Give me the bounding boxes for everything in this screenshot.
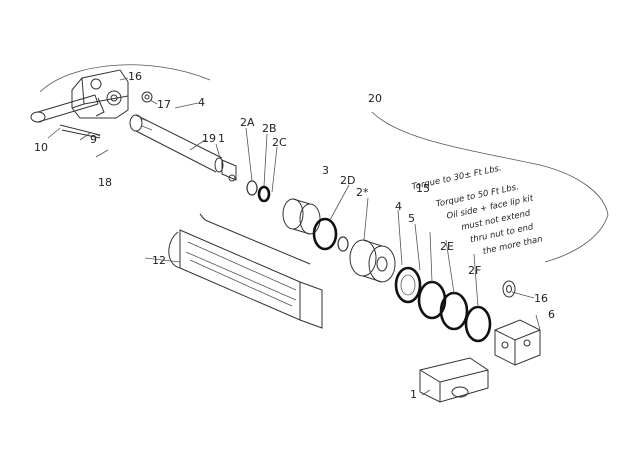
label-4-top: 4 <box>198 96 205 109</box>
valve-block <box>71 69 129 119</box>
label-3: 3 <box>322 164 329 177</box>
o-ring-2d-small <box>337 236 349 252</box>
cylinder-barrel <box>168 213 323 329</box>
label-1-top: 1 <box>218 132 225 145</box>
piston-rod <box>129 114 224 173</box>
piston <box>349 239 396 283</box>
label-9: 9 <box>90 133 97 146</box>
label-19: 19 <box>202 132 216 145</box>
o-ring-2b <box>257 185 271 203</box>
callout-arc-20 <box>371 111 609 216</box>
label-4-mid: 4 <box>395 200 402 213</box>
label-12: 12 <box>152 254 166 267</box>
retaining-ring <box>394 266 422 304</box>
label-16-right: 16 <box>534 292 548 305</box>
lever-handle <box>30 94 99 123</box>
o-ring-2d <box>312 217 338 251</box>
o-ring-2a <box>246 180 258 196</box>
label-6: 6 <box>548 308 555 321</box>
end-cap <box>494 319 541 366</box>
gland <box>282 198 321 235</box>
label-2c: 2C <box>272 136 287 149</box>
clevis <box>419 357 489 403</box>
o-ring-2g <box>464 305 492 343</box>
label-2b: 2B <box>262 122 277 135</box>
label-2e: 2E <box>440 240 454 253</box>
callout-tick-20 <box>544 214 609 263</box>
fitting <box>141 91 153 103</box>
label-10: 10 <box>34 141 48 154</box>
retaining-ring-inner <box>400 274 416 296</box>
label-15: 15 <box>416 182 430 195</box>
label-20: 20 <box>368 92 382 105</box>
pin <box>59 124 101 139</box>
label-16-top: 16 <box>128 70 142 83</box>
callout-arc-upper <box>39 64 211 93</box>
label-2a: 2A <box>240 116 255 129</box>
label-2d: 2D <box>340 174 355 187</box>
rod-end-nut <box>221 159 237 182</box>
leader-lines <box>47 77 541 396</box>
label-17: 17 <box>157 98 171 111</box>
label-1-bottom: 1 <box>410 388 417 401</box>
label-5: 5 <box>408 212 415 225</box>
label-2f: 2F <box>468 264 481 277</box>
o-ring-2f <box>439 291 469 331</box>
label-18: 18 <box>98 176 112 189</box>
bushing <box>502 280 516 298</box>
label-2-star: 2* <box>356 186 369 199</box>
